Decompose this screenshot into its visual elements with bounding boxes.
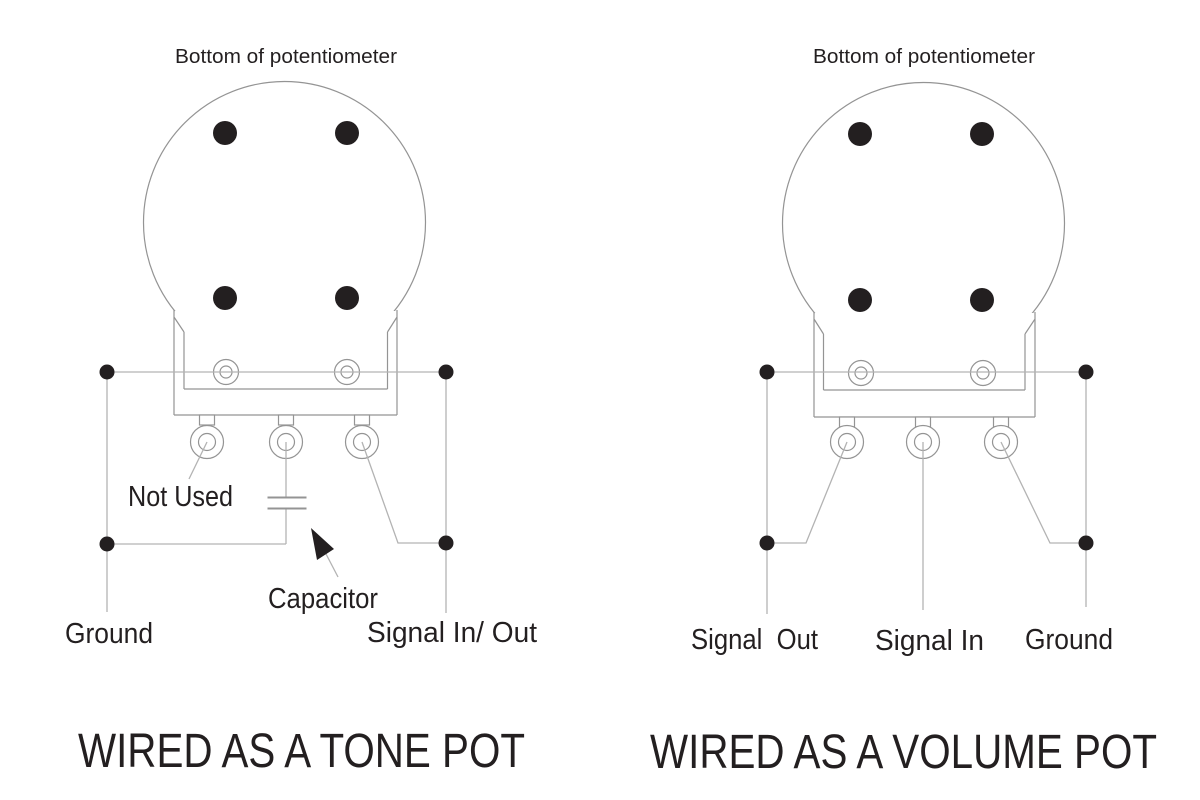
lug-terminals <box>829 424 1019 460</box>
diagram-title-volume: WIRED AS A VOLUME POT <box>650 726 1157 779</box>
capacitor-symbol <box>267 496 307 510</box>
label-signal-in-out: Signal In/ Out <box>367 617 537 649</box>
diagram-title-tone: WIRED AS A TONE POT <box>78 725 525 778</box>
pot-back-holes <box>213 121 359 310</box>
solder-joint <box>759 364 775 380</box>
volume-pot-diagram: Bottom of potentiometer <box>650 46 1157 779</box>
lug-terminal-1-hole <box>837 432 857 452</box>
pot-base-fill <box>174 311 397 415</box>
label-capacitor: Capacitor <box>268 583 378 615</box>
lug-terminal-3-hole <box>352 432 372 452</box>
wires <box>106 371 447 613</box>
label-signal-in: Signal In <box>875 625 984 657</box>
mounting-ear <box>969 359 997 387</box>
pointer-tail-line <box>324 551 339 578</box>
solder-joints <box>99 364 454 552</box>
lug-terminal-1-hole <box>197 432 217 452</box>
solder-joint <box>1078 535 1094 551</box>
tone-pot-diagram: Bottom of potentiometer <box>65 46 537 778</box>
pot-base-fill <box>814 313 1035 417</box>
pot-hole <box>335 286 359 310</box>
wire-capacitor-bottom <box>107 508 287 545</box>
solder-joints <box>759 364 1094 551</box>
lug-neck <box>353 414 371 426</box>
label-ground: Ground <box>65 618 153 650</box>
wire-signal-lug <box>361 441 446 544</box>
pot-hole <box>335 121 359 145</box>
mounting-ear-hole <box>976 366 990 380</box>
label-ground: Ground <box>1025 624 1113 656</box>
solder-joint <box>1078 364 1094 380</box>
label-not-used: Not Used <box>128 481 233 513</box>
mounting-ear <box>847 359 875 387</box>
pot-hole <box>970 288 994 312</box>
capacitor-pointer <box>311 528 339 578</box>
solder-joint <box>99 364 115 380</box>
pot-bottom-header: Bottom of potentiometer <box>813 46 1035 68</box>
solder-joint <box>438 364 454 380</box>
lug-terminal-3-hole <box>991 432 1011 452</box>
solder-joint <box>438 535 454 551</box>
pot-hole <box>213 121 237 145</box>
solder-joint <box>99 536 115 552</box>
pot-hole <box>213 286 237 310</box>
leader-not-used <box>188 441 208 480</box>
pot-hole <box>848 122 872 146</box>
pot-hole <box>970 122 994 146</box>
pot-base-housing <box>173 310 398 426</box>
lug-neck <box>277 414 295 426</box>
pot-base-housing <box>813 312 1036 428</box>
lug-terminals <box>189 424 380 460</box>
lug-neck <box>198 414 216 426</box>
pot-bottom-header: Bottom of potentiometer <box>175 46 397 68</box>
pot-back-holes <box>848 122 994 312</box>
label-signal-out: Signal Out <box>691 624 818 656</box>
wire-lug1 <box>767 441 848 544</box>
cursor-arrow-icon <box>311 528 334 560</box>
pot-hole <box>848 288 872 312</box>
wires <box>766 371 1087 614</box>
solder-joint <box>759 535 775 551</box>
wire-lug3 <box>1000 441 1086 544</box>
mounting-ear-hole <box>854 366 868 380</box>
